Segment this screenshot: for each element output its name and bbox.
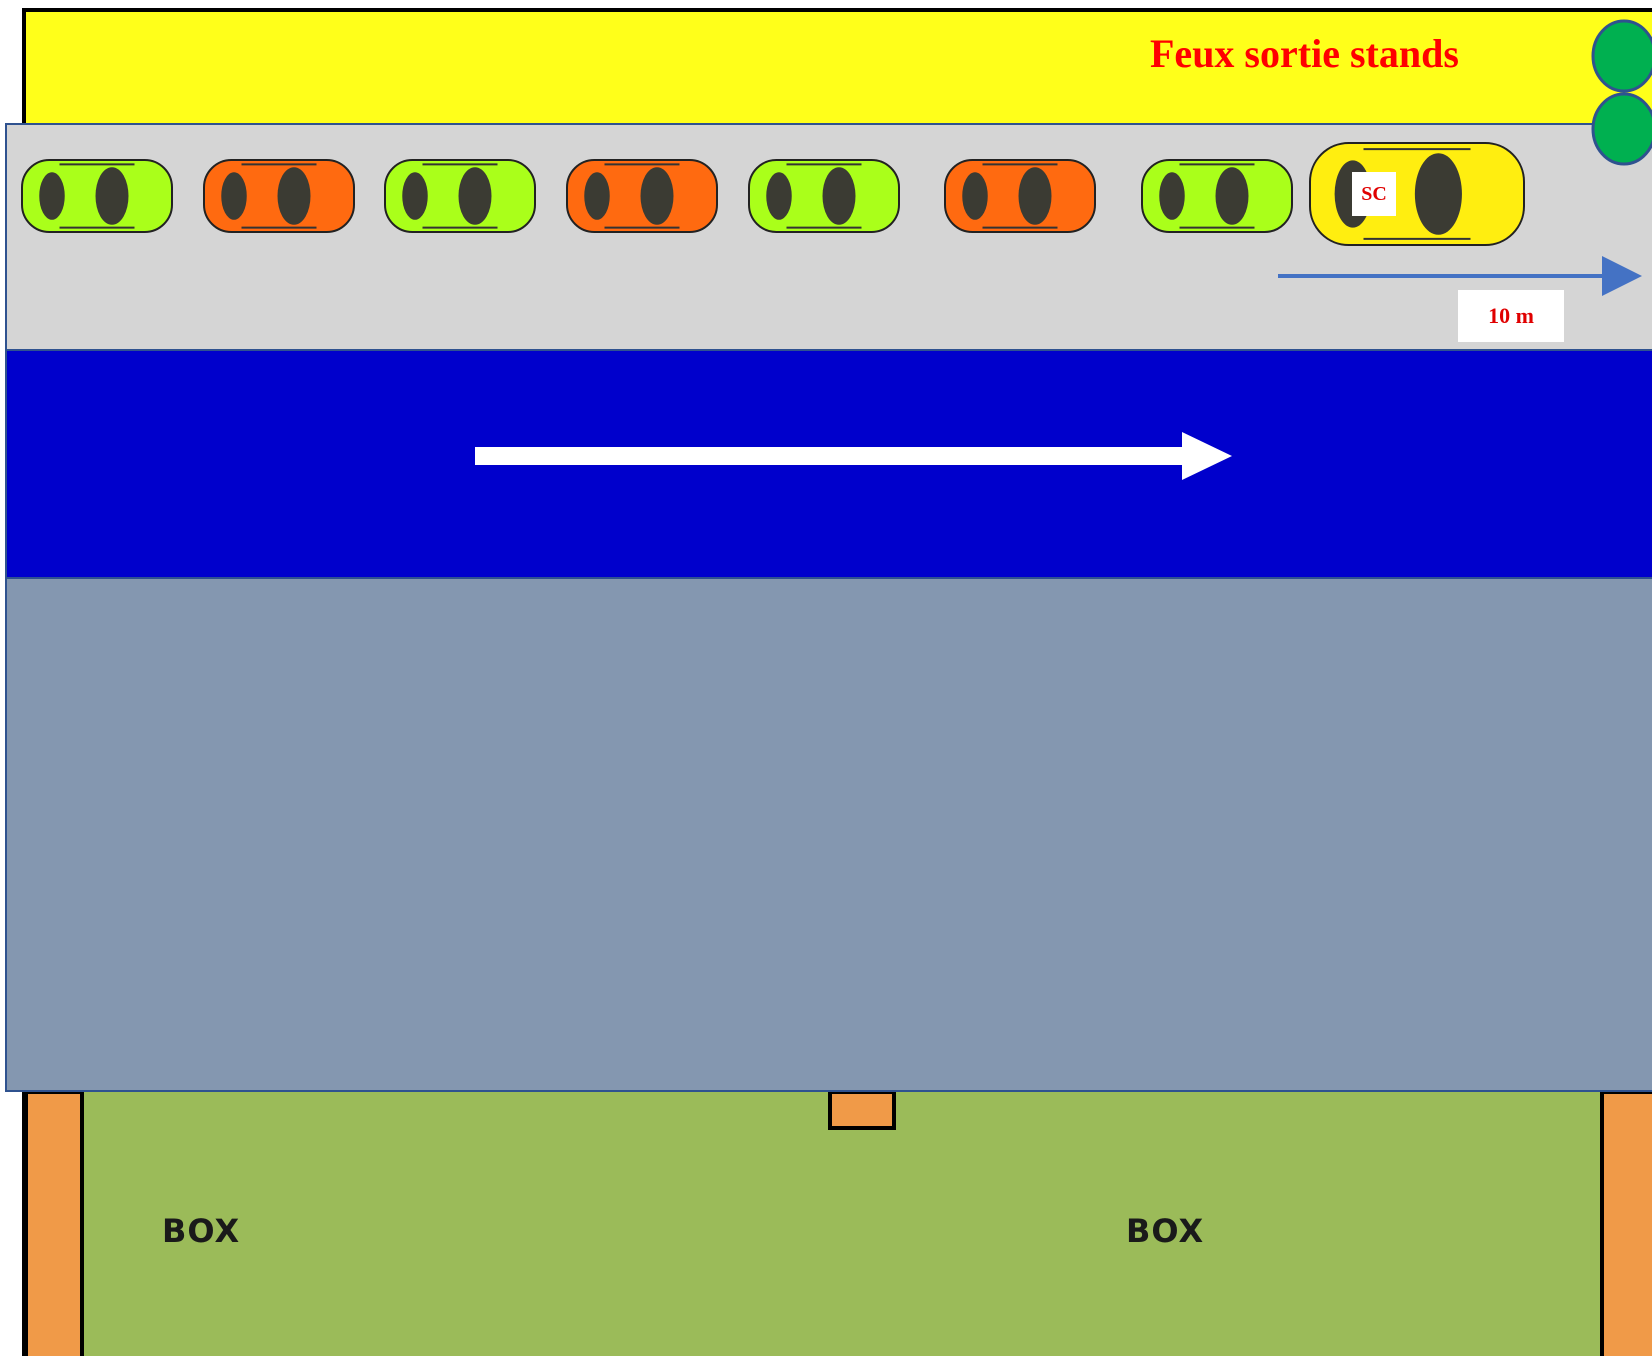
pit-exit-lights-label: Feux sortie stands: [1150, 30, 1540, 77]
safety-car: [1310, 143, 1524, 245]
queue-car-2: [204, 160, 354, 232]
queue-car-7: [1142, 160, 1292, 232]
queue-car-3: [385, 160, 535, 232]
scale-label: 10 m: [1458, 290, 1564, 342]
box-label-left: BOX: [162, 1212, 240, 1250]
garage-divider: [830, 1092, 894, 1128]
exit-light-bottom: [1593, 94, 1652, 164]
garage-pillar-right: [1602, 1092, 1652, 1356]
safety-car-label: SC: [1352, 172, 1396, 216]
queue-car-4: [567, 160, 717, 232]
working-lane: [6, 578, 1652, 1091]
queue-car-6: [945, 160, 1095, 232]
box-label-right: BOX: [1126, 1212, 1204, 1250]
garage-pillar-left: [26, 1092, 82, 1356]
exit-light-top: [1593, 21, 1652, 91]
queue-car-1: [22, 160, 172, 232]
queue-car-5: [749, 160, 899, 232]
